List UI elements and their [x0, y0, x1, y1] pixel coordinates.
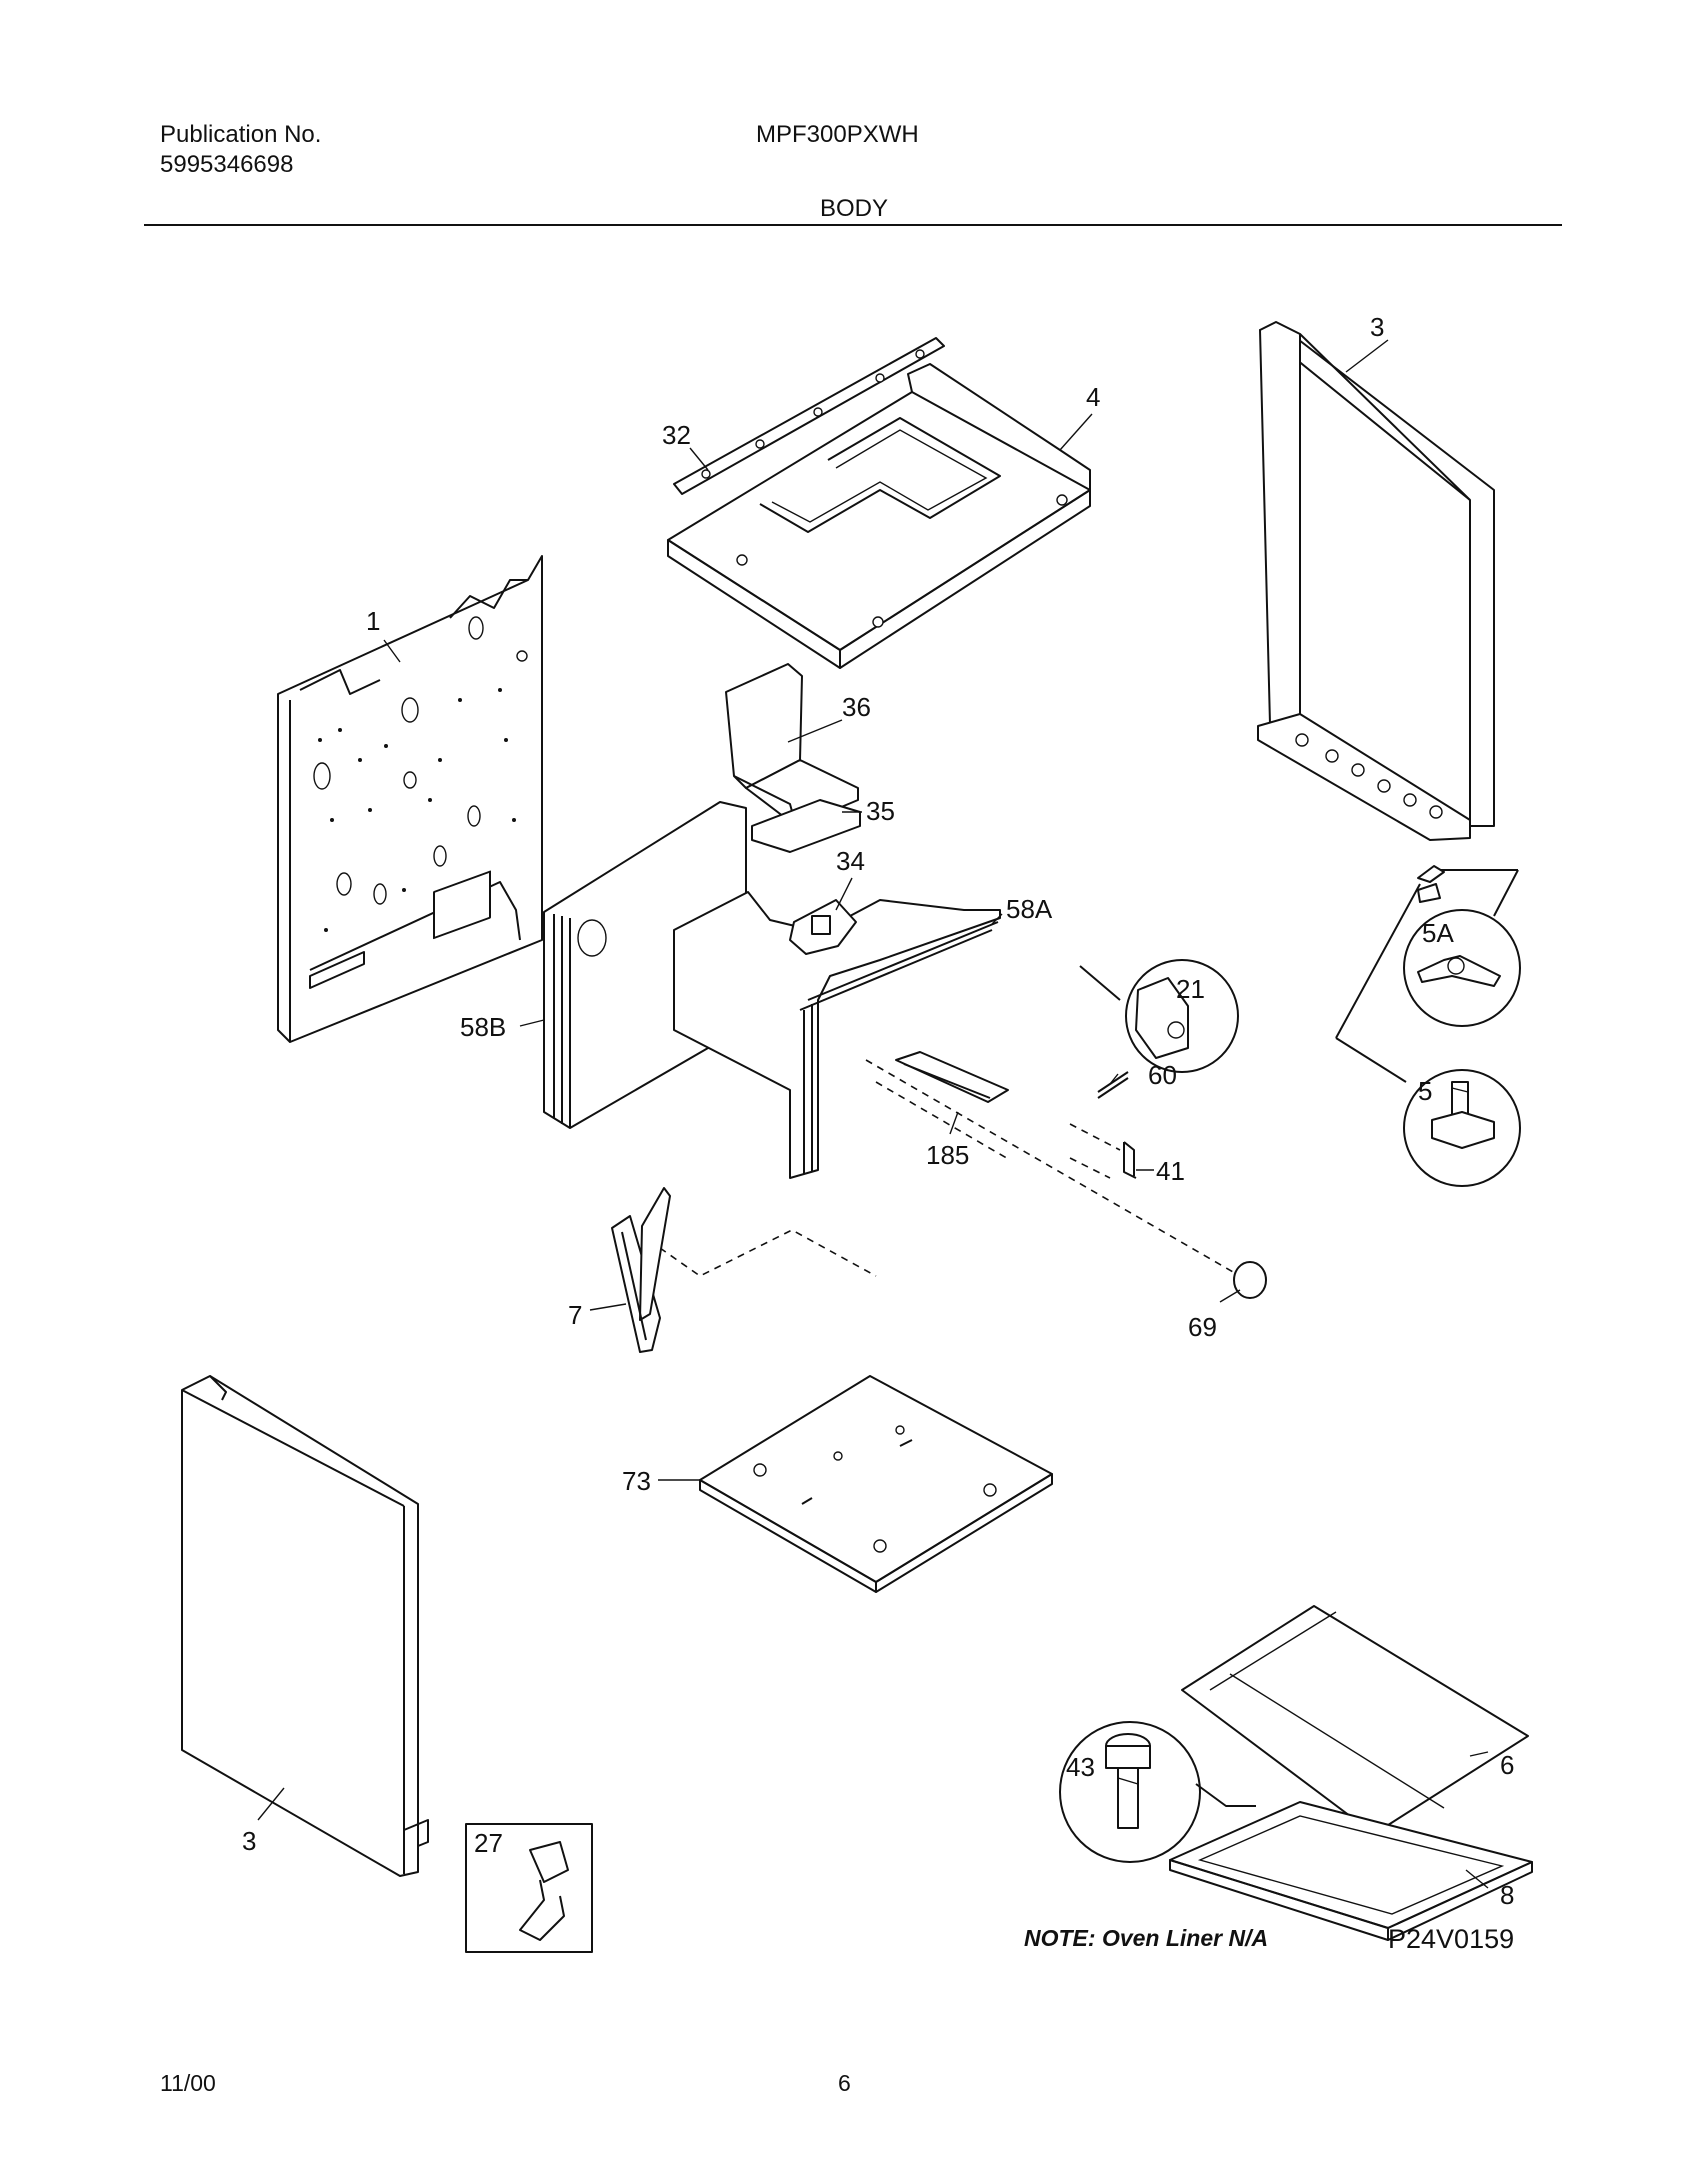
callout-4: 4 [1086, 382, 1100, 412]
model-number: MPF300PXWH [756, 121, 919, 148]
callout-69: 69 [1188, 1312, 1217, 1342]
callout-3-left: 3 [242, 1826, 256, 1856]
callout-58a: 58A [1006, 894, 1053, 924]
callout-35: 35 [866, 796, 895, 826]
figure-id: P24V0159 [1388, 1924, 1514, 1954]
part-8-liner-tray [1169, 1801, 1533, 1941]
footer-date: 11/00 [160, 2070, 216, 2096]
dashed-assembly-lines [659, 1059, 1241, 1277]
part-5a-leg-detail [1403, 909, 1521, 1027]
part-3-right-side-panel [1257, 321, 1495, 841]
part-41-clip [1123, 1141, 1137, 1179]
callout-5a: 5A [1422, 918, 1454, 948]
part-27-inset [465, 1823, 593, 1953]
section-title: BODY [820, 195, 889, 222]
part-1-back-panel [277, 555, 543, 1043]
callout-32: 32 [662, 420, 691, 450]
callout-leader-lines [257, 339, 1489, 1889]
callout-41: 41 [1156, 1156, 1185, 1186]
publication-number: 5995346698 [160, 151, 294, 178]
callout-21: 21 [1176, 974, 1205, 1004]
callout-36: 36 [842, 692, 871, 722]
part-58b-left-frame [543, 801, 747, 1129]
part-36-vent-duct [725, 663, 859, 827]
leg-leader-lines [1335, 865, 1519, 1083]
header-rule [144, 224, 1562, 226]
callout-43: 43 [1066, 1752, 1095, 1782]
part-60-pin [1097, 1071, 1129, 1099]
callout-5: 5 [1418, 1076, 1432, 1106]
part-35-vent-plate [751, 799, 861, 853]
callout-185: 185 [926, 1140, 969, 1170]
callout-34: 34 [836, 846, 865, 876]
part-43-screw-detail [1059, 1721, 1256, 1863]
part-185-bracket [895, 1051, 1009, 1103]
part-69-plug [1233, 1261, 1267, 1299]
callout-3-right: 3 [1370, 312, 1384, 342]
footer-page-number: 6 [838, 2070, 851, 2096]
callout-1: 1 [366, 606, 380, 636]
part-6-oven-rack [1181, 1605, 1529, 1835]
callout-58b: 58B [460, 1012, 506, 1042]
part-73-bottom-panel [699, 1375, 1053, 1593]
part-5-leg-detail [1403, 1069, 1521, 1187]
callout-7: 7 [568, 1300, 582, 1330]
part-21-detail [1079, 959, 1239, 1073]
callout-27: 27 [474, 1828, 503, 1858]
part-4-top-tray [667, 363, 1091, 669]
publication-label: Publication No. [160, 121, 322, 148]
part-34-bracket [789, 899, 857, 955]
part-3-left-side-panel [181, 1375, 429, 1877]
callout-8: 8 [1500, 1880, 1514, 1910]
callout-73: 73 [622, 1466, 651, 1496]
callout-6: 6 [1500, 1750, 1514, 1780]
part-32-strip [673, 337, 945, 495]
part-7-hinge [611, 1187, 671, 1353]
oven-liner-note: NOTE: Oven Liner N/A [1024, 1925, 1268, 1951]
callout-60: 60 [1148, 1060, 1177, 1090]
